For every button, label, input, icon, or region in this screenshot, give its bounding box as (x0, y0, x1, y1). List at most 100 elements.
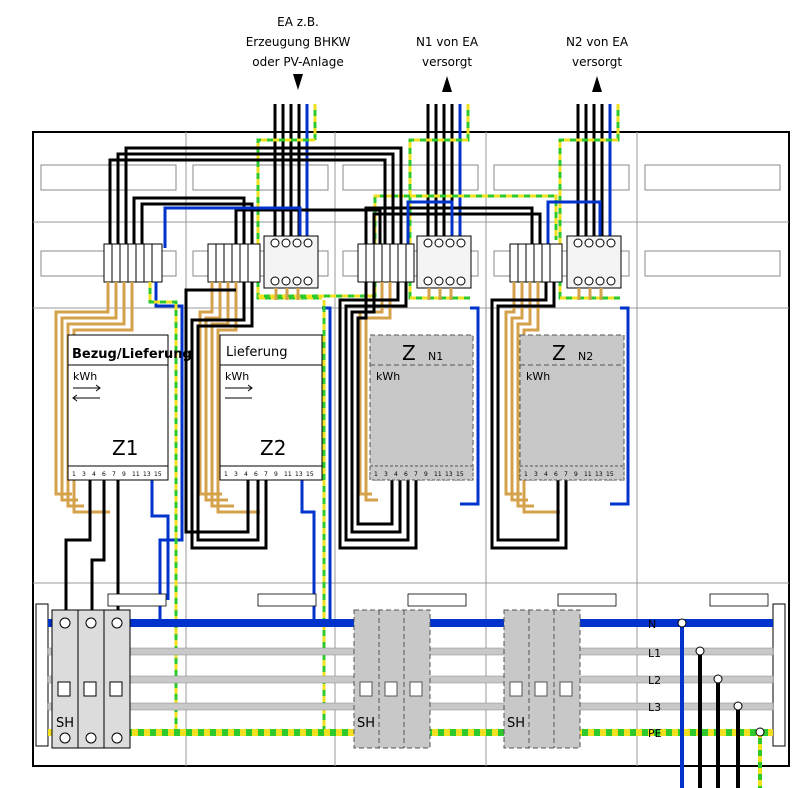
arrow-right-icon (225, 384, 253, 399)
terminal-label: 4 (544, 471, 548, 478)
terminal-label: 3 (534, 471, 538, 478)
black-wires-lower (64, 282, 568, 612)
meter-z1: Bezug/Lieferung kWh Z1 1 3 4 6 7 9 11 13… (67, 334, 192, 481)
ea-label-3: oder PV-Anlage (252, 55, 343, 69)
top-labels: EA z.B. Erzeugung BHKW oder PV-Anlage N1… (246, 15, 629, 92)
meter-z2-unit: kWh (225, 370, 249, 383)
terminal-label: 13 (295, 471, 303, 478)
left-rail (35, 603, 49, 747)
n2-label-1: N2 von EA (566, 35, 629, 49)
dist-block-n2 (566, 235, 622, 289)
terminal-label: 15 (456, 471, 464, 478)
n1-label-1: N1 von EA (416, 35, 479, 49)
terminal-label: 6 (102, 471, 106, 478)
meter-z2-title: Lieferung (226, 345, 288, 360)
clamp-block-2 (207, 243, 261, 283)
busbar-label-strips (107, 593, 769, 607)
terminal-label: 11 (584, 471, 592, 478)
sh-switch-2: SH (353, 609, 431, 749)
terminal-label: 6 (554, 471, 558, 478)
meter-zn1-terminals: 1 3 4 6 7 9 11 13 15 (369, 465, 474, 481)
terminal-label: 3 (234, 471, 238, 478)
sh-label-2: SH (357, 716, 375, 731)
dist-block-n1 (416, 235, 472, 289)
terminal-clamps (103, 243, 563, 283)
terminal-label: 9 (424, 471, 428, 478)
meter-zn1-sub: N1 (428, 350, 443, 363)
meter-z2: Lieferung kWh Z2 1 3 4 6 7 9 11 13 15 (219, 334, 323, 481)
meter-zn2-terminals: 1 3 4 6 7 9 11 13 15 (519, 465, 625, 481)
sh-label-3: SH (507, 716, 525, 731)
terminal-label: 7 (112, 471, 116, 478)
terminal-label: 1 (374, 471, 378, 478)
n2-label-2: versorgt (572, 55, 622, 69)
meter-z1-terminals: 1 3 4 6 7 9 11 13 15 (67, 465, 169, 481)
terminal-label: 9 (122, 471, 126, 478)
terminal-label: 13 (445, 471, 453, 478)
terminal-label: 9 (574, 471, 578, 478)
cabinet (32, 131, 790, 767)
meter-zn2-title: Z (552, 341, 566, 365)
meter-z1-title: Bezug/Lieferung (72, 347, 192, 362)
meter-zn1: Z N1 kWh 1 3 4 6 7 9 11 13 15 (369, 334, 474, 481)
terminal-label: 15 (306, 471, 314, 478)
right-rail (772, 603, 786, 747)
n2-arrow-up-icon (592, 76, 602, 92)
terminal-label: 7 (564, 471, 568, 478)
gold-wires (54, 282, 603, 514)
terminal-label: 3 (82, 471, 86, 478)
n1-arrow-up-icon (442, 76, 452, 92)
pe-down (148, 282, 326, 732)
terminal-label: 6 (254, 471, 258, 478)
terminal-label: 3 (384, 471, 388, 478)
sh-switch-3: SH (503, 609, 581, 749)
meter-zn2-sub: N2 (578, 350, 593, 363)
meter-zn2-unit: kWh (526, 370, 550, 383)
meter-z1-unit: kWh (73, 370, 97, 383)
sh-label-1: SH (56, 716, 74, 731)
terminal-label: 15 (154, 471, 162, 478)
terminal-label: 1 (524, 471, 528, 478)
terminal-label: 7 (264, 471, 268, 478)
terminal-label: 1 (72, 471, 76, 478)
meter-z2-terminals: 1 3 4 6 7 9 11 13 15 (219, 465, 323, 481)
dist-block-ea (263, 235, 319, 289)
meter-z1-name: Z1 (112, 436, 138, 460)
supply-clamps (677, 618, 765, 737)
supply-cables (680, 623, 762, 788)
terminal-label: 13 (595, 471, 603, 478)
n-label: N (648, 618, 656, 631)
ea-arrow-down-icon (293, 74, 303, 90)
clamp-block-1 (103, 243, 163, 283)
l2-label: L2 (648, 674, 661, 687)
l1-label: L1 (648, 647, 661, 660)
meter-z2-name: Z2 (260, 436, 286, 460)
bidirectional-arrows-icon (72, 384, 101, 402)
terminal-label: 9 (274, 471, 278, 478)
meter-zn1-title: Z (402, 341, 416, 365)
terminal-label: 15 (606, 471, 614, 478)
distribution-blocks (263, 235, 622, 289)
meter-zn1-unit: kWh (376, 370, 400, 383)
terminal-label: 13 (143, 471, 151, 478)
terminal-label: 6 (404, 471, 408, 478)
terminal-label: 7 (414, 471, 418, 478)
black-bundles (108, 146, 542, 248)
pe-label: PE (648, 727, 662, 740)
terminal-label: 4 (244, 471, 248, 478)
blue-upper (163, 200, 602, 248)
terminal-label: 1 (224, 471, 228, 478)
meter-zn2: Z N2 kWh 1 3 4 6 7 9 11 13 15 (519, 334, 625, 481)
terminal-label: 11 (284, 471, 292, 478)
ea-label-1: EA z.B. (277, 15, 319, 29)
terminal-label: 11 (132, 471, 140, 478)
terminal-label: 4 (394, 471, 398, 478)
clamp-block-3 (357, 243, 415, 283)
l3-label: L3 (648, 701, 661, 714)
main-switch: SH (51, 609, 131, 749)
n1-label-2: versorgt (422, 55, 472, 69)
terminal-label: 4 (92, 471, 96, 478)
terminal-label: 11 (434, 471, 442, 478)
ea-label-2: Erzeugung BHKW (246, 35, 351, 49)
